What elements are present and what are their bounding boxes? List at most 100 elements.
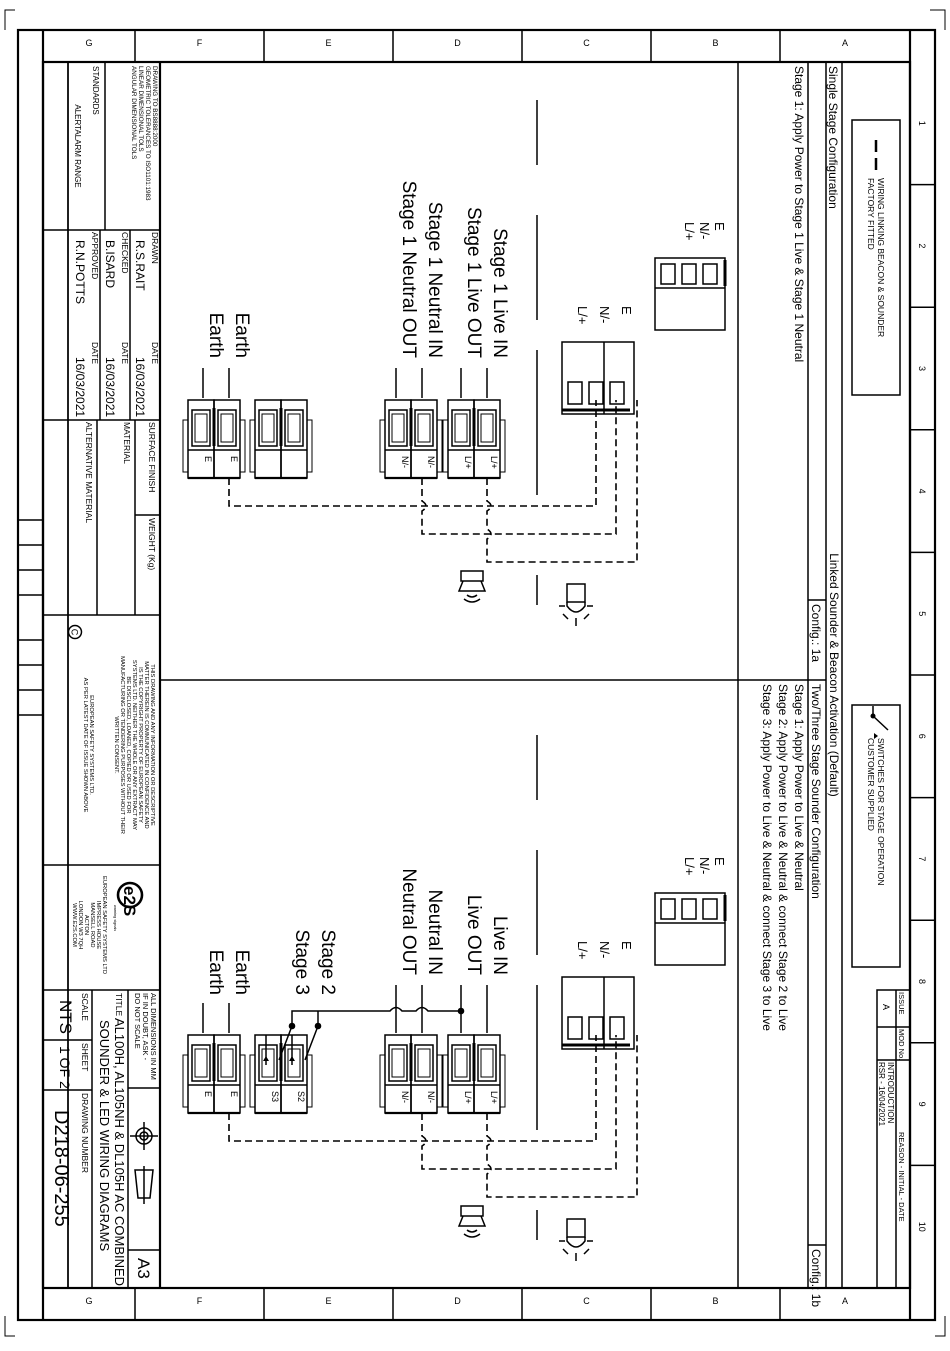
sounder-terminal-label: L/+ <box>575 941 590 959</box>
sounder-terminal-pin <box>609 381 625 405</box>
neutral-connector-pin-label: N/- <box>400 1091 410 1103</box>
beacon-terminal-pin <box>681 263 697 285</box>
rev-header-reason: REASON - INITIAL - DATE <box>897 1132 906 1222</box>
sounder-icon <box>457 1205 487 1238</box>
company-line-3: MANSELL ROAD <box>89 902 95 947</box>
approved-date: 16/03/2021 <box>73 357 87 417</box>
svg-text:e2S: e2S <box>120 886 139 916</box>
column-number-5: 5 <box>917 611 927 616</box>
wire-label-3: Stage 1 Neutral OUT <box>398 181 419 359</box>
alternative-material-label: ALTERNATIVE MATERIAL <box>84 422 94 523</box>
column-number-6: 6 <box>917 734 927 739</box>
company-line-5: LONDON W3 7QH <box>77 901 83 950</box>
beacon-terminal-pin <box>681 898 697 920</box>
factory-wire-neutral <box>421 400 617 535</box>
rev-header-issue: ISSUE <box>897 992 906 1015</box>
beacon-terminal-pin <box>702 898 718 920</box>
wire-label-2: Neutral IN <box>424 889 445 975</box>
column-number-1: 1 <box>917 121 927 126</box>
sheet-size: A3 <box>134 1258 153 1279</box>
legend-factory-line2: FACTORY FITTED <box>866 178 876 250</box>
drawn-label: DRAWN <box>150 232 160 264</box>
copyright-line-5: BE DISCLOSED, LOANED, COPIED OR USED FOR <box>125 676 131 813</box>
beacon-terminal <box>654 257 726 331</box>
row-letter-G: G <box>85 38 92 48</box>
dims-note-3: DO NOT SCALE <box>133 993 142 1049</box>
copyright-line-6: MANUFACTURING OR TENDERING PURPOSES WITH… <box>119 656 125 834</box>
column-number-2: 2 <box>917 243 927 248</box>
title-block: DRAWING TO BS8888:2000 GEOMETRIC TOLERAN… <box>43 62 162 1288</box>
stage-connector-pin-label: S3 <box>270 1091 280 1102</box>
sheet-value: 1 OF 2 <box>57 1046 73 1089</box>
sounder-terminal-label: E <box>619 306 634 315</box>
config-banner: Linked Sounder & Beacon Activation (Defa… <box>737 62 843 1307</box>
wire-label-1: Stage 1 Live OUT <box>463 207 484 358</box>
copyright-icon: C <box>67 624 83 640</box>
checked-date: 16/03/2021 <box>103 357 117 417</box>
switch-s2-icon <box>304 1025 319 1061</box>
approved-label: APPROVED <box>90 232 100 279</box>
standards-note-2: GEOMETRIC TOLERANCES TO ISO1101:1983 <box>144 66 151 201</box>
row-letter-B: B <box>712 38 718 48</box>
beacon-terminal-label: N/- <box>697 222 712 239</box>
beacon-icon <box>559 1218 593 1261</box>
sounder-terminal-pin <box>609 1016 625 1040</box>
neutral-connector-pin-label: N/- <box>400 456 410 468</box>
wire-label-5: Earth <box>205 313 226 358</box>
neutral-connector-pin-label: N/- <box>426 1091 436 1103</box>
drawing-title-line2: SOUNDER & LED WIRING DIAGRAMS <box>97 1020 112 1251</box>
dims-note-2: IF IN DOUBT, ASK - <box>141 993 150 1061</box>
scale-value: NTS <box>56 1000 75 1034</box>
config-1b-line-3: Stage 3: Apply Power to Live & Neutral &… <box>760 684 774 1031</box>
wire-label-0: Stage 1 Live IN <box>489 228 510 358</box>
live-connector-pin-label: L/+ <box>489 1091 499 1104</box>
row-letter-E: E <box>325 1296 331 1306</box>
switch-s3-icon <box>278 1025 293 1061</box>
scale-label: SCALE <box>80 993 90 1021</box>
checked-label: CHECKED <box>120 232 130 274</box>
row-letter-C: C <box>583 38 590 48</box>
factory-wire-earth <box>228 1035 597 1142</box>
sounder-terminal-pin <box>567 1016 583 1040</box>
approved-date-label: DATE <box>90 342 100 364</box>
drawing-number: D218-06-255 <box>50 1110 72 1227</box>
surface-finish-label: SURFACE FINISH <box>147 422 157 492</box>
earth-connector-pin-label: E <box>203 456 213 462</box>
legend-factory-line1: WIRING LINKING BEACON & SOUNDER <box>876 178 886 337</box>
config-1a-label: Config.: 1a <box>809 604 823 662</box>
earth-connector-pin-label: E <box>229 1091 239 1097</box>
copyright-line-3: IS THE COPYRIGHT PROPERTY OF EUROPEAN SA… <box>137 667 143 823</box>
standards-label: STANDARDS <box>91 66 100 115</box>
standards-note-1: DRAWING TO BS8888:2000 <box>151 66 158 147</box>
sounder-terminal-label: L/+ <box>575 306 590 324</box>
stage-connector-pin-label: S2 <box>296 1091 306 1102</box>
beacon-terminal-pin <box>702 263 718 285</box>
factory-wire-live <box>486 1035 638 1198</box>
factory-wire-live <box>486 400 638 563</box>
beacon-icon <box>559 583 593 626</box>
switch-arrow <box>263 1056 269 1061</box>
sounder-terminal-label: N/- <box>597 941 612 958</box>
column-number-8: 8 <box>917 979 927 984</box>
wire-label-2: Stage 1 Neutral IN <box>424 202 445 358</box>
first-angle-projection-icon <box>130 1122 158 1204</box>
earth-connector-pin-label: E <box>203 1091 213 1097</box>
logo-tagline: warning signals <box>113 905 117 931</box>
rev-row-reason-line1: INTRODUCTION <box>886 1062 895 1124</box>
beacon-terminal-pin <box>660 263 676 285</box>
sheet-label: SHEET <box>80 1043 90 1071</box>
range-label: ALERTALARM RANGE <box>73 104 82 187</box>
neutral-connector-pin-label: N/- <box>426 456 436 468</box>
wire-label-4: Earth <box>231 313 252 358</box>
switch-bus-wire <box>291 1006 461 1024</box>
live-connector-pin-label: L/+ <box>463 1091 473 1104</box>
checked-date-label: DATE <box>120 342 130 364</box>
row-letter-G: G <box>85 1296 92 1306</box>
legend-customer-switches: SWITCHES FOR STAGE OPERATION CUSTOMER SU… <box>851 704 901 968</box>
sounder-terminal-pin <box>567 381 583 405</box>
copyright-line-1: THIS DRAWING AND ANY INFORMATION OR DESC… <box>149 664 155 826</box>
